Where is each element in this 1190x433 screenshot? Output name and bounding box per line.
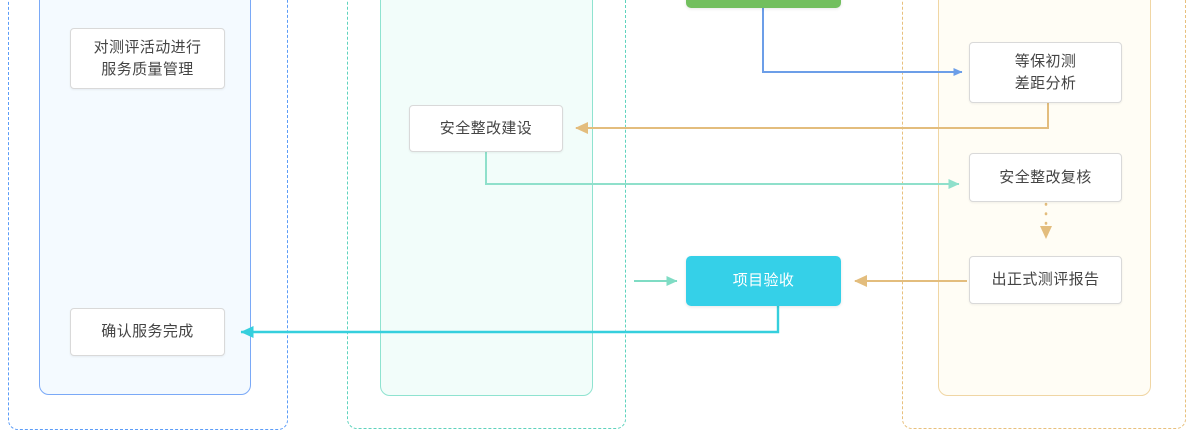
node-issue-formal-report[interactable]: 出正式测评报告 xyxy=(969,256,1122,304)
node-project-acceptance[interactable]: 项目验收 xyxy=(686,256,841,306)
node-green-partial-top[interactable] xyxy=(686,0,841,8)
lane-outer-assessment xyxy=(902,0,1186,429)
lane-outer-service-quality xyxy=(8,0,288,430)
node-service-quality-management[interactable]: 对测评活动进行 服务质量管理 xyxy=(70,28,225,89)
lane-outer-rectification xyxy=(347,0,626,429)
lane-inner-rectification xyxy=(380,0,593,396)
node-security-rectification-build[interactable]: 安全整改建设 xyxy=(409,105,563,152)
node-confirm-service-complete[interactable]: 确认服务完成 xyxy=(70,308,225,356)
node-initial-test-gap-analysis[interactable]: 等保初测 差距分析 xyxy=(969,42,1122,103)
node-security-rectification-recheck[interactable]: 安全整改复核 xyxy=(969,153,1122,202)
